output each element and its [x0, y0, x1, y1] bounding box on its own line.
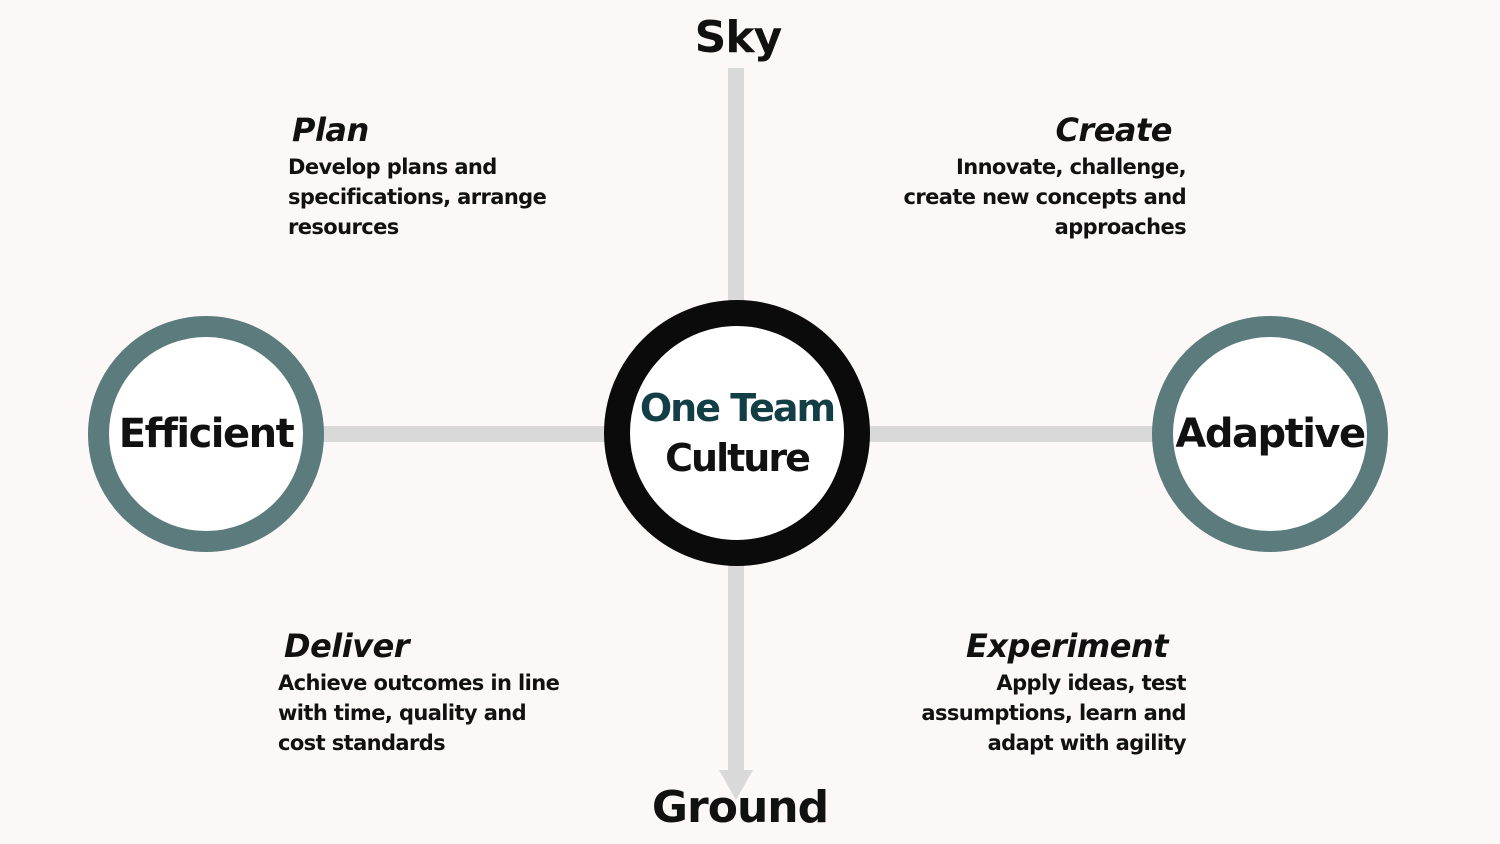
efficient-node: Efficient — [88, 316, 324, 552]
efficient-label: Efficient — [118, 411, 295, 457]
quadrant-deliver: Deliver Achieve outcomes in line with ti… — [278, 626, 578, 758]
down-arrow-icon — [719, 770, 753, 800]
adaptive-label: Adaptive — [1175, 411, 1366, 457]
pole-label-ground: Ground — [651, 782, 829, 833]
quadrant-title: Experiment — [966, 627, 1168, 665]
quadrant-create: Create Innovate, challenge, create new c… — [880, 110, 1187, 242]
adaptive-node: Adaptive — [1152, 316, 1388, 552]
center-label-line-1: One Team — [639, 386, 836, 430]
horizontal-axis-right — [866, 426, 1160, 442]
quadrant-plan: Plan Develop plans and specifications, a… — [288, 110, 578, 242]
vertical-axis-top — [728, 68, 744, 308]
quadrant-title: Plan — [292, 111, 369, 149]
quadrant-description: Develop plans and specifications, arrang… — [288, 155, 547, 239]
quadrant-description: Apply ideas, test assumptions, learn and… — [921, 671, 1186, 755]
horizontal-axis-left — [318, 426, 610, 442]
pole-label-sky: Sky — [694, 12, 783, 63]
quadrant-title: Deliver — [284, 627, 410, 665]
quadrant-description: Achieve outcomes in line with time, qual… — [278, 671, 560, 755]
quadrant-experiment: Experiment Apply ideas, test assumptions… — [880, 626, 1186, 758]
vertical-axis-bottom — [728, 560, 744, 772]
center-label-line-2: Culture — [665, 436, 811, 480]
center-node: One Team Culture — [604, 300, 870, 566]
quadrant-title: Create — [1055, 111, 1172, 149]
quadrant-description: Innovate, challenge, create new concepts… — [903, 155, 1187, 239]
